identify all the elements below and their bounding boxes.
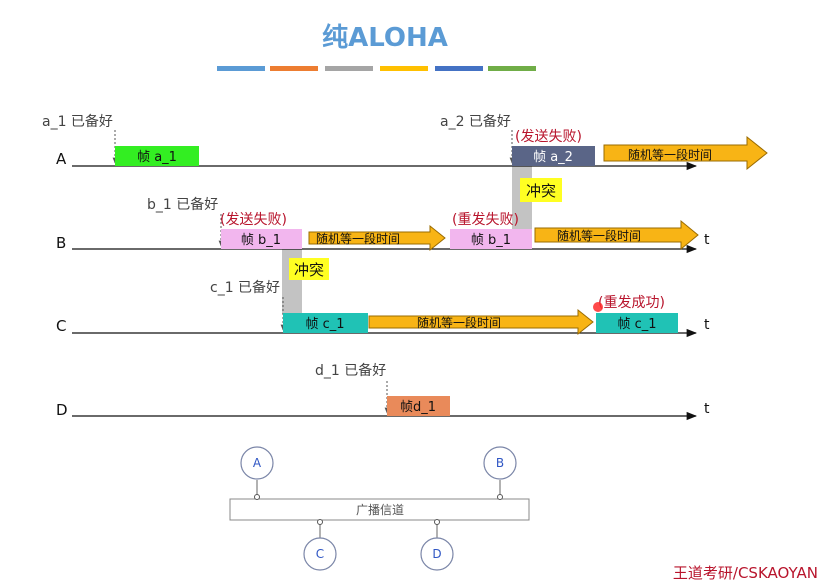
- collision-note-bc: 冲突: [294, 261, 324, 279]
- frame-b1-first-label: 帧 b_1: [241, 233, 281, 248]
- frame-a1-label: 帧 a_1: [137, 150, 177, 165]
- palette-swatch-3: [325, 66, 373, 71]
- ready-label-c1: c_1 已备好: [210, 279, 280, 296]
- ready-label-a1: a_1 已备好: [42, 113, 113, 130]
- collision-note-ab: 冲突: [526, 182, 556, 200]
- node-c-label: C: [316, 547, 324, 561]
- row-label-a: A: [56, 150, 67, 168]
- node-c: [303, 537, 337, 571]
- frame-a2-label: 帧 a_2: [533, 150, 573, 165]
- fail-note-a: (发送失败): [515, 129, 582, 145]
- wait-arrow-c: [368, 308, 594, 336]
- frame-b1-first: [221, 229, 302, 249]
- ready-label-d1: d_1 已备好: [315, 362, 386, 379]
- palette-swatch-2: [270, 66, 318, 71]
- palette-swatch-6: [488, 66, 536, 71]
- row-label-d: D: [56, 401, 68, 419]
- ready-label-a2: a_2 已备好: [440, 113, 511, 130]
- pointer-highlight: [593, 302, 603, 312]
- retry-fail-note-b: (重发失败): [452, 212, 519, 228]
- fail-note-b: (发送失败): [220, 212, 287, 228]
- node-a-label: A: [253, 456, 262, 470]
- wait-arrow-c-label: 随机等一段时间: [417, 315, 501, 330]
- frame-a2: [512, 146, 595, 166]
- brand-watermark: 王道考研/CSKAOYAN: [673, 564, 818, 582]
- frame-c1-first: [283, 313, 368, 333]
- node-a: [240, 446, 274, 480]
- palette-bar: [217, 66, 536, 71]
- frame-a1: [115, 146, 199, 166]
- palette-swatch-4: [380, 66, 428, 71]
- wait-arrow-b1-label: 随机等一段时间: [316, 231, 400, 246]
- wait-arrow-b1: [308, 224, 446, 252]
- node-a-port: [254, 494, 260, 500]
- wait-arrow-b2-label: 随机等一段时间: [557, 228, 641, 243]
- axis-label-c: t: [704, 317, 710, 333]
- broadcast-channel-label: 广播信道: [356, 503, 404, 517]
- axis-label-d: t: [704, 401, 710, 417]
- node-d: [420, 537, 454, 571]
- node-b-label: B: [496, 456, 504, 470]
- page-title: 纯ALOHA: [322, 22, 448, 53]
- axis-label-b: t: [704, 232, 710, 248]
- broadcast-channel-bar: [229, 498, 530, 521]
- row-label-b: B: [56, 234, 66, 252]
- frame-d1: [387, 396, 450, 416]
- frame-d1-label: 帧d_1: [400, 400, 436, 415]
- wait-arrow-a: [603, 135, 768, 171]
- frame-b1-retry: [450, 229, 532, 249]
- ready-label-b1: b_1 已备好: [147, 196, 218, 213]
- palette-swatch-5: [435, 66, 483, 71]
- wait-arrow-b2: [534, 219, 699, 251]
- node-d-port: [434, 519, 440, 525]
- node-d-label: D: [432, 547, 441, 561]
- node-c-port: [317, 519, 323, 525]
- node-b: [483, 446, 517, 480]
- collision-note-bc-box: [289, 258, 329, 280]
- wait-arrow-a-label: 随机等一段时间: [628, 147, 712, 162]
- retry-ok-note-c: (重发成功): [598, 295, 665, 311]
- frame-b1-retry-label: 帧 b_1: [471, 233, 511, 248]
- frame-c1-retry: [596, 313, 678, 333]
- collision-note-ab-box: [520, 178, 562, 202]
- row-label-c: C: [56, 317, 66, 335]
- frame-c1-first-label: 帧 c_1: [305, 317, 344, 332]
- palette-swatch-1: [217, 66, 265, 71]
- frame-c1-retry-label: 帧 c_1: [617, 317, 656, 332]
- node-b-port: [497, 494, 503, 500]
